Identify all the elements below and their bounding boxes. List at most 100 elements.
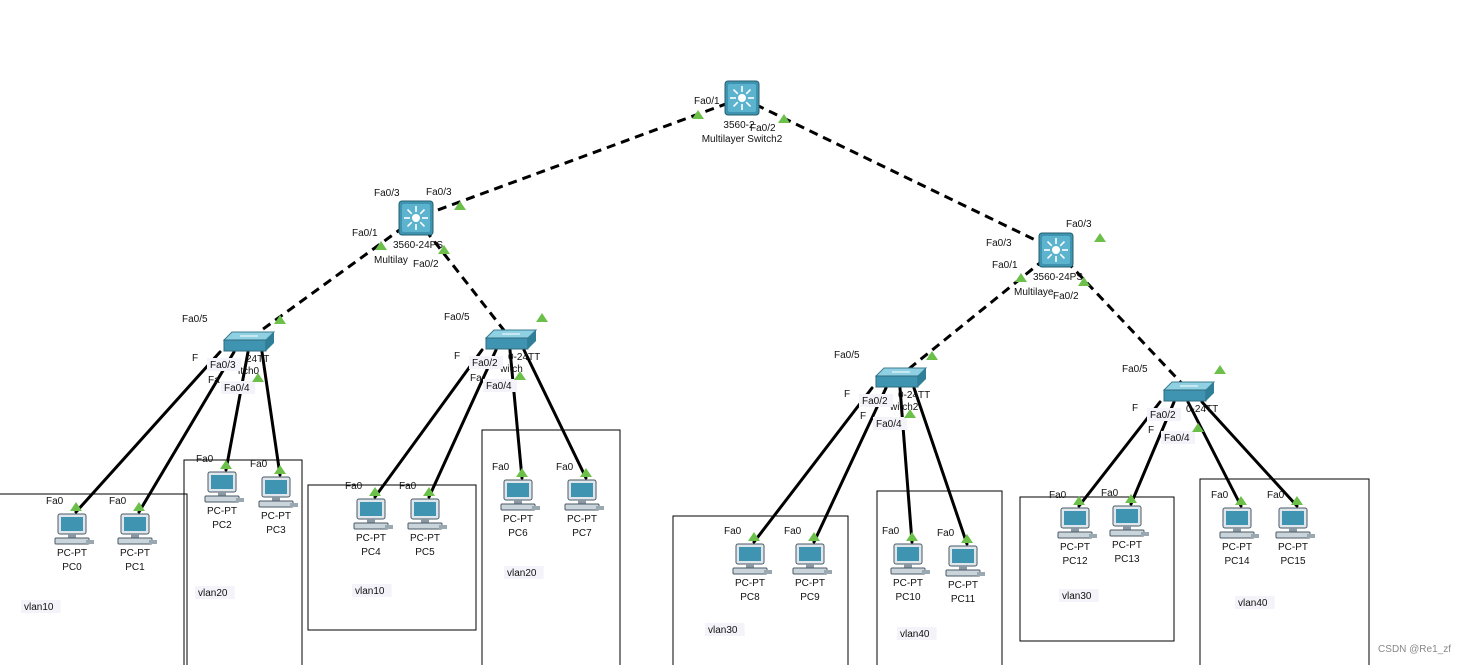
vlan-label-4: vlan30	[708, 625, 738, 636]
vlan-label-4-bg	[705, 623, 745, 636]
pc-icon-5[interactable]	[407, 498, 447, 530]
pc3-port: Fa0	[250, 459, 268, 470]
pc-icon-0-stand	[68, 534, 76, 538]
pc-icon-13[interactable]	[1109, 505, 1149, 537]
access-link-pc11	[912, 386, 969, 546]
pc15-model: PC-PT	[1278, 542, 1308, 553]
pc-icon-1-base	[117, 537, 153, 545]
port-status-acc3-uplink	[1214, 365, 1226, 374]
port-status-pc7	[580, 468, 592, 477]
vlan-label-1: vlan20	[198, 588, 228, 599]
vlan-box-4	[672, 515, 849, 665]
pc-icon-0[interactable]	[54, 513, 94, 545]
pc-icon-0-screen	[61, 517, 83, 531]
port-status-acc0-uplink	[274, 315, 286, 324]
pc-icon-9[interactable]	[792, 543, 832, 575]
pc8-model: PC-PT	[735, 578, 765, 589]
port-status-pc4	[369, 487, 381, 496]
pc-icon-7[interactable]	[564, 479, 604, 511]
pc12-name: PC12	[1062, 556, 1087, 567]
pc-icon-8[interactable]	[732, 543, 772, 575]
acc2-port-p1: F	[844, 389, 850, 400]
switch-icon-access2[interactable]	[874, 367, 928, 388]
acc0-port-p2: Fa0/3	[210, 360, 236, 371]
multilayer-switch-icon-dist1[interactable]	[1038, 232, 1074, 268]
pc-icon-8-mouse	[764, 570, 772, 574]
pc-icon-11[interactable]	[945, 545, 985, 577]
access-link-pc2	[224, 350, 250, 472]
access-link-pc1	[137, 350, 236, 514]
pc3-model: PC-PT	[261, 511, 291, 522]
vlan-label-7: vlan40	[1238, 598, 1268, 609]
pc-icon-12[interactable]	[1057, 507, 1097, 539]
acc3-port-p4: F	[1148, 425, 1154, 436]
pc-icon-8-base	[732, 567, 768, 575]
vlan-label-0: vlan10	[24, 602, 54, 613]
vlan-box-0	[0, 493, 188, 665]
multilayer-switch-icon-dist0[interactable]	[398, 200, 434, 236]
access-link-pc0	[74, 350, 222, 514]
vlan-box-6	[1019, 496, 1175, 642]
pc-icon-14[interactable]	[1219, 507, 1259, 539]
pc-icon-0-base	[54, 537, 90, 545]
pc14-name: PC14	[1224, 556, 1249, 567]
port-status-dist1-left	[1015, 273, 1027, 282]
trunk-link-dist1-acc2	[899, 248, 1057, 378]
pc0-port: Fa0	[46, 496, 64, 507]
core-sub: Multilayer Switch2	[702, 134, 783, 145]
switch-icon-access1-front	[485, 337, 529, 350]
port-status-pc2	[220, 460, 232, 469]
switch-icon-access0[interactable]	[222, 331, 276, 352]
multilayer-switch-icon-dist1-ray	[1059, 240, 1066, 247]
pc-icon-7-stand	[578, 500, 586, 504]
pc-icon-6-stand	[514, 500, 522, 504]
pc-icon-6[interactable]	[500, 479, 540, 511]
pc10-port: Fa0	[882, 526, 900, 537]
pc-icon-2-screen	[211, 475, 233, 489]
switch-icon-access3[interactable]	[1162, 381, 1216, 402]
acc1-port-p2-bg	[469, 356, 503, 369]
multilayer-switch-icon-core[interactable]	[724, 80, 760, 116]
pc6-name: PC6	[508, 528, 528, 539]
pc11-port: Fa0	[937, 528, 955, 539]
pc-icon-15[interactable]	[1275, 507, 1315, 539]
pc-icon-3[interactable]	[258, 476, 298, 508]
acc2-port-uplink: Fa0/5	[834, 350, 860, 361]
port-status-acc0-down	[252, 373, 264, 382]
vlan-label-5: vlan40	[900, 629, 930, 640]
pc-icon-10[interactable]	[890, 543, 930, 575]
pc-icon-2-base	[204, 495, 240, 503]
pc4-model: PC-PT	[356, 533, 386, 544]
pc-icon-14-stand	[1233, 528, 1241, 532]
pc12-port: Fa0	[1049, 490, 1067, 501]
acc0-sub: itch0	[238, 366, 260, 377]
pc-icon-7-screen	[571, 483, 593, 497]
port-status-pc10	[906, 532, 918, 541]
pc-icon-1[interactable]	[117, 513, 157, 545]
multilayer-switch-icon-dist0-ray	[406, 221, 413, 228]
port-status-dist0-up	[454, 201, 466, 210]
pc15-port: Fa0	[1267, 490, 1285, 501]
pc-icon-2[interactable]	[204, 471, 244, 503]
switch-icon-access1[interactable]	[484, 329, 538, 350]
vlan-box-1	[183, 459, 303, 665]
access-link-pc9	[812, 386, 888, 544]
multilayer-switch-icon-core-ray	[732, 101, 739, 108]
pc-icon-4[interactable]	[353, 498, 393, 530]
pc-icon-9-mouse	[824, 570, 832, 574]
acc1-sub: witch	[499, 364, 523, 375]
pc-icon-1-screen	[124, 517, 146, 531]
pc-icon-9-base	[792, 567, 828, 575]
pc-icon-5-stand	[421, 519, 429, 523]
acc3-port-p3: Fa0/4	[1164, 433, 1190, 444]
watermark: CSDN @Re1_zf	[1378, 644, 1451, 655]
pc-icon-2-stand	[218, 492, 226, 496]
port-status-core-left	[692, 110, 704, 119]
pc-icon-14-mouse	[1251, 534, 1259, 538]
pc-icon-4-base	[353, 522, 389, 530]
pc0-name: PC0	[62, 562, 82, 573]
vlan-box-2	[307, 484, 477, 631]
vlan-label-0-bg	[21, 600, 61, 613]
acc2-sub: witch2	[889, 402, 919, 413]
pc-icon-10-stand	[904, 564, 912, 568]
